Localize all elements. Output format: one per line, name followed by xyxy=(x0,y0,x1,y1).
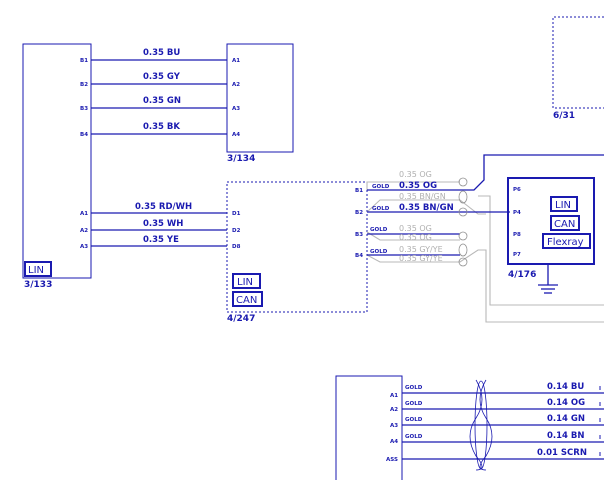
pin-label: A3 xyxy=(80,244,88,250)
pin-label: B4 xyxy=(80,132,88,138)
pin-label: A1 xyxy=(80,211,88,217)
module-6-31[interactable]: 6/31 xyxy=(552,16,604,121)
pin-label: P6 xyxy=(513,187,521,193)
module-ref: 4/247 xyxy=(227,314,255,324)
pin-label: B3 xyxy=(355,232,363,238)
terminal-label: GOLD xyxy=(405,417,423,423)
pin-label: A3 xyxy=(390,423,398,429)
wire-label: 0.14 GN xyxy=(547,414,585,424)
wire-group-mid: 0.35 RD/WH 0.35 WH 0.35 YE xyxy=(91,202,227,247)
terminal-label: GOLD xyxy=(372,184,390,190)
terminal-label: GOLD xyxy=(372,206,390,212)
module-ref: 3/133 xyxy=(24,280,52,290)
wire-label: 0.35 WH xyxy=(143,219,183,229)
can-badge-label: CAN xyxy=(236,295,257,306)
wire-label: 0.35 RD/WH xyxy=(135,202,192,212)
module-ref: 6/31 xyxy=(553,111,575,121)
flexray-badge-label: Flexray xyxy=(547,237,584,248)
lin-badge-label: LIN xyxy=(28,265,44,276)
wire-group-right: GOLD GOLD GOLD GOLD 0.35 OG 0.35 OG 0.35… xyxy=(366,154,604,323)
pin-label: A1 xyxy=(390,393,398,399)
pin-label: A1 xyxy=(232,58,240,64)
wire-group-top: 0.35 BU 0.35 GY 0.35 GN 0.35 BK xyxy=(91,48,227,135)
flexray-badge xyxy=(542,233,591,249)
terminal-label: GOLD xyxy=(405,385,423,391)
wire-label-ghost: 0.35 GY/YE xyxy=(399,254,443,263)
pin-label: P7 xyxy=(513,252,521,258)
module-bottom[interactable]: A1 A2 A3 A4 ASS xyxy=(335,375,403,480)
pin-label: B4 xyxy=(355,253,363,259)
wire-label: 0.35 GN xyxy=(143,96,181,106)
pin-label: B1 xyxy=(80,58,88,64)
lin-badge xyxy=(24,261,52,277)
can-badge-label: CAN xyxy=(554,219,575,230)
pin-label: A4 xyxy=(232,132,240,138)
lin-badge xyxy=(550,196,578,212)
lin-badge-label: LIN xyxy=(555,200,571,211)
pin-label: B1 xyxy=(355,188,363,194)
pin-label: A2 xyxy=(232,82,240,88)
wire-label: 0.35 YE xyxy=(143,235,179,245)
module-4-247[interactable]: D1 D2 D8 B1 B2 B3 B4 LIN CAN 4/247 xyxy=(226,181,368,324)
wire-label: 0.35 BK xyxy=(143,122,180,132)
wire-label-ghost: 0.35 OG xyxy=(399,233,432,242)
pin-label: B2 xyxy=(355,210,363,216)
ground-icon xyxy=(538,264,558,294)
lin-badge xyxy=(232,273,261,289)
wire-label-ghost: 0.35 GY/YE xyxy=(399,245,443,254)
pin-label: D1 xyxy=(232,211,241,217)
wire-label: 0.14 OG xyxy=(547,398,585,408)
pin-label: D8 xyxy=(232,244,241,250)
wire-label: 0.35 BU xyxy=(143,48,180,58)
pin-label: D2 xyxy=(232,228,241,234)
can-badge xyxy=(550,215,580,231)
module-3-134[interactable]: A1 A2 A3 A4 3/134 xyxy=(226,43,294,164)
pin-label: P8 xyxy=(513,232,521,238)
pin-label: B2 xyxy=(80,82,88,88)
module-ref: 3/134 xyxy=(227,154,255,164)
can-badge xyxy=(232,291,263,307)
terminal-label: GOLD xyxy=(370,227,388,233)
wire-label-ghost: 0.35 OG xyxy=(399,224,432,233)
pin-label: A4 xyxy=(390,439,398,445)
terminal-label: GOLD xyxy=(405,401,423,407)
pin-label: ASS xyxy=(386,457,398,463)
wire-label-ghost: 0.35 OG xyxy=(399,170,432,179)
wire-group-bottom: GOLD GOLD GOLD GOLD 0.14 BU 0.14 OG 0.14… xyxy=(402,379,604,471)
module-3-133[interactable]: B1 B2 B3 B4 A1 A2 A3 LIN 3/133 xyxy=(22,43,92,290)
terminal-label: GOLD xyxy=(405,434,423,440)
wire-label-ghost: 0.35 BN/GN xyxy=(399,192,446,201)
lin-badge-label: LIN xyxy=(237,277,253,288)
module-ref: 4/176 xyxy=(508,270,536,280)
module-4-176[interactable]: P6 P4 P8 P7 LIN CAN Flexray 4/176 xyxy=(507,177,595,294)
wire-label: 0.35 GY xyxy=(143,72,181,82)
pin-label: P4 xyxy=(513,210,521,216)
pin-label: B3 xyxy=(80,106,88,112)
wire-label: 0.14 BU xyxy=(547,382,584,392)
pin-label: A3 xyxy=(232,106,240,112)
wire-label: 0.14 BN xyxy=(547,431,585,441)
wire-label: 0.01 SCRN xyxy=(537,448,587,458)
wire-label: 0.35 BN/GN xyxy=(399,203,454,213)
terminal-label: GOLD xyxy=(370,249,388,255)
pin-label: A2 xyxy=(80,228,88,234)
wire-label: 0.35 OG xyxy=(399,181,437,191)
wire[interactable] xyxy=(367,154,604,191)
pin-label: A2 xyxy=(390,407,398,413)
